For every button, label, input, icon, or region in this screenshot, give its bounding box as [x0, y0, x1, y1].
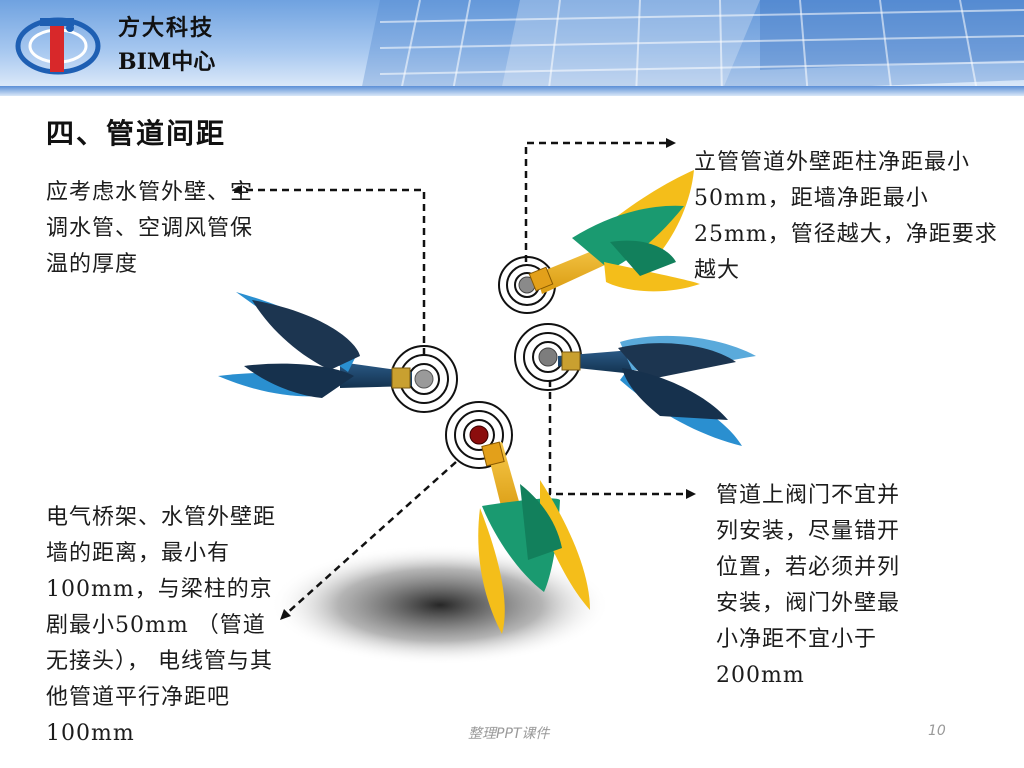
- target-bottom: [445, 401, 513, 469]
- company-name: 方大科技: [118, 15, 215, 41]
- dart-green-bottom: [478, 441, 590, 634]
- leader-bottom-right: [548, 380, 688, 496]
- note-wall-clearance: 电气桥架、水管外壁距墙的距离，最小有100mm，与梁柱的京剧最小50mm （管道…: [46, 505, 277, 746]
- dart-green-top: [528, 170, 700, 294]
- leader-top-right: [524, 141, 668, 262]
- arrow-head-top-right: [666, 138, 676, 148]
- note-valve-spacing: 管道上阀门不宜并列安装，尽量错开位置，若必须并列安装，阀门外壁最小净距不宜小于2…: [716, 483, 901, 688]
- arrow-head-bottom-left: [280, 609, 291, 620]
- note-insulation-thickness: 应考虑水管外壁、空调水管、空调风管保温的厚度: [46, 180, 254, 277]
- header-band: [0, 86, 1024, 96]
- target-top: [498, 256, 556, 314]
- leader-bottom-left: [285, 461, 457, 615]
- drop-shadow: [270, 545, 610, 665]
- page-number: 10: [928, 723, 946, 739]
- arrow-head-bottom-right: [686, 489, 696, 499]
- leader-top-left: [240, 188, 426, 355]
- note-riser-clearance: 立管管道外壁距柱净距最小50mm，距墙净距最小25mm，管径越大，净距要求越大: [694, 150, 998, 283]
- arrow-head-top-left: [232, 185, 242, 195]
- dart-blue-left: [218, 292, 412, 398]
- dart-navy-right: [558, 335, 756, 446]
- header-banner: 方大科技 BIM中心: [0, 0, 1024, 96]
- page-title: 四、管道间距: [46, 117, 227, 150]
- building-glass-image: [360, 0, 1024, 96]
- company-logo: [15, 17, 101, 75]
- department-name: BIM中心: [118, 49, 216, 75]
- leader-lines: [240, 141, 688, 615]
- footer-caption: 整理PPT课件: [468, 726, 550, 742]
